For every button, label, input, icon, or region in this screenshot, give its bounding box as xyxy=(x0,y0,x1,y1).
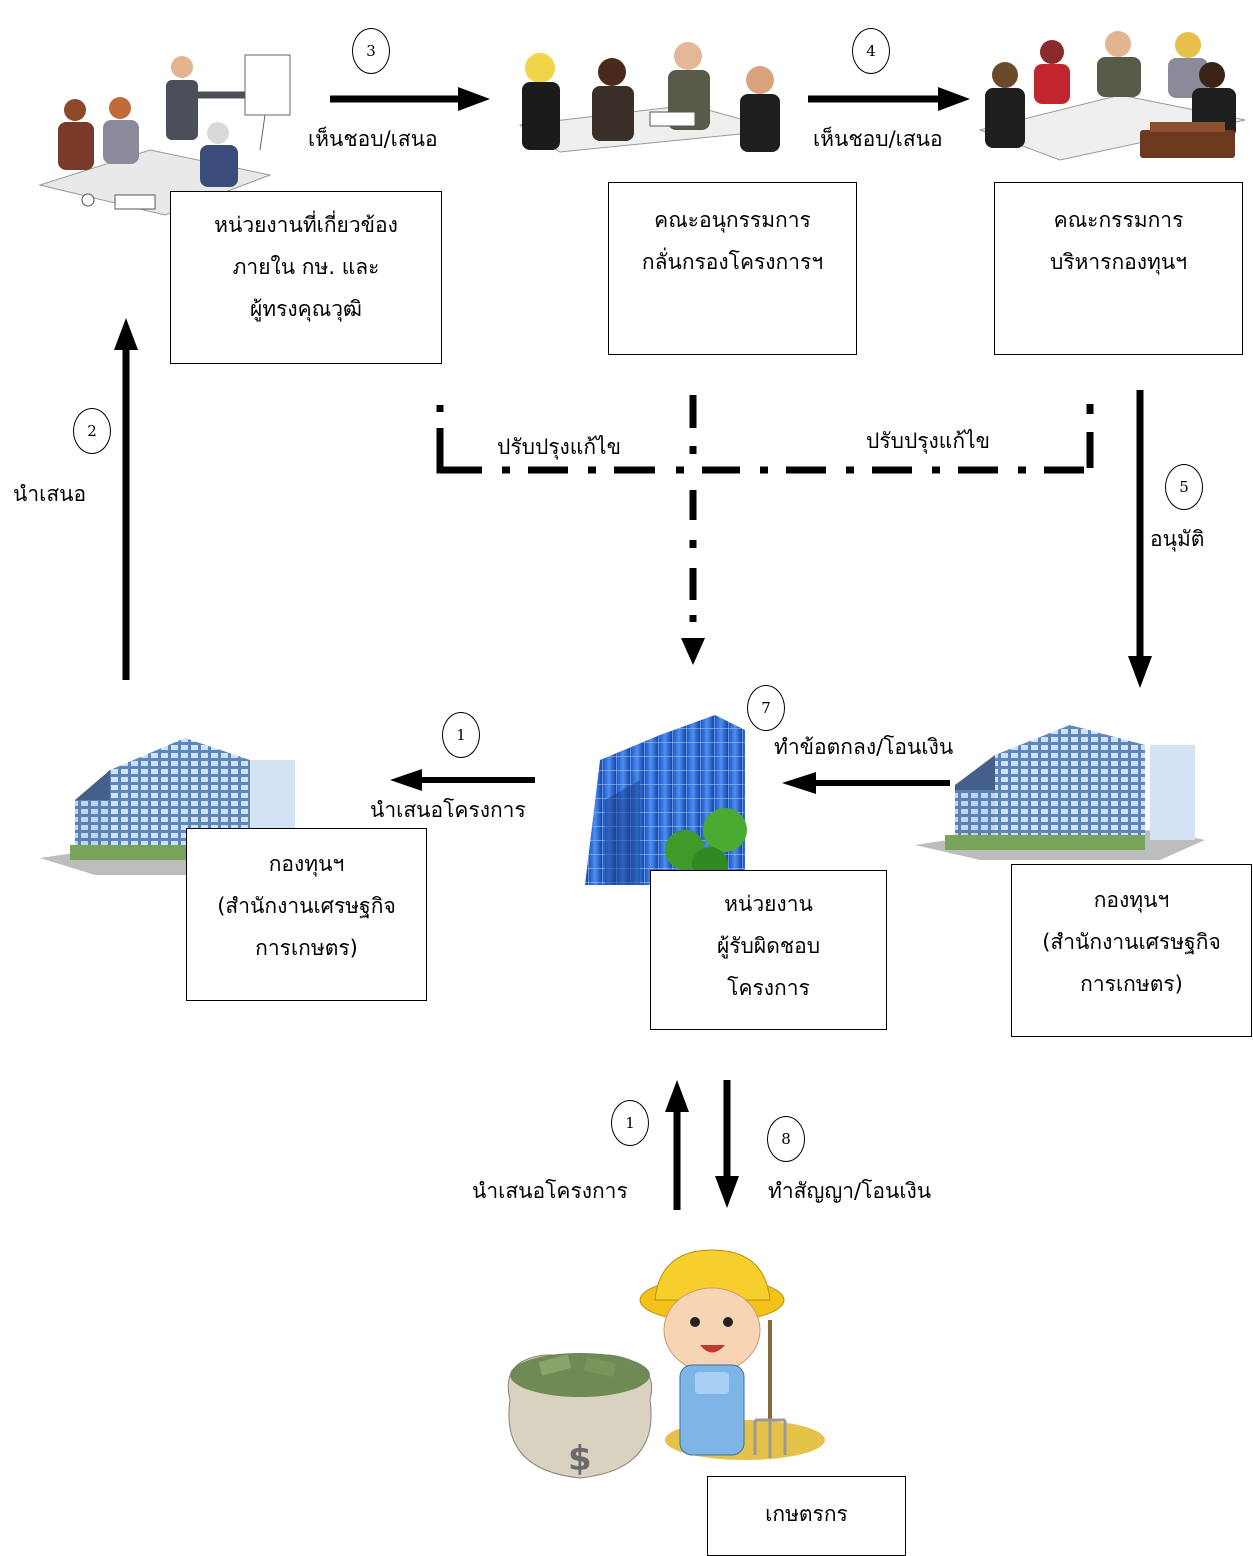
arrow-step-5 xyxy=(1128,390,1152,688)
arrow-step-1-to-fund xyxy=(390,769,535,791)
node-related-units: หน่วยงานที่เกี่ยวข้อง ภายใน กษ. และ ผู้ท… xyxy=(170,191,442,364)
edge-label-step-1-to-fund: นำเสนอโครงการ xyxy=(370,798,526,822)
edge-label-step-8: ทำสัญญา/โอนเงิน xyxy=(768,1179,932,1203)
edge-label-step-7: ทำข้อตกลง/โอนเงิน xyxy=(774,735,954,759)
arrow-revise-down xyxy=(681,638,705,665)
node-fund-left: กองทุนฯ (สำนักงานเศรษฐกิจ การเกษตร) xyxy=(186,828,427,1001)
node-line: ภายใน กษ. และ xyxy=(232,255,380,279)
step-number-1-to-fund: 1 xyxy=(442,712,480,758)
node-responsible-unit: หน่วยงาน ผู้รับผิดชอบ โครงการ xyxy=(650,870,887,1030)
office-building-illustration-right xyxy=(915,725,1205,860)
edge-label-step-4: เห็นชอบ/เสนอ xyxy=(813,127,943,151)
step-number-7: 7 xyxy=(747,685,785,731)
revise-lines xyxy=(436,395,1094,622)
step-number-4: 4 xyxy=(852,28,890,74)
node-line: ผู้รับผิดชอบ xyxy=(716,934,821,958)
node-line: โครงการ xyxy=(727,976,810,1000)
node-line: กองทุนฯ xyxy=(268,852,345,876)
meeting-people-illustration-3 xyxy=(978,31,1246,161)
step-number-2: 2 xyxy=(73,408,111,454)
step-number-8: 8 xyxy=(767,1116,805,1162)
node-farmer: เกษตรกร xyxy=(707,1476,906,1556)
farmer-with-money-illustration: $ xyxy=(507,1249,825,1479)
edge-label-revise-right: ปรับปรุงแก้ไข xyxy=(866,429,990,453)
meeting-people-illustration-1 xyxy=(38,54,291,216)
edge-label-step-3: เห็นชอบ/เสนอ xyxy=(308,127,438,151)
node-subcommittee: คณะอนุกรรมการ กลั่นกรองโครงการฯ xyxy=(608,182,857,355)
edge-label-step-1-from-farmer: นำเสนอโครงการ xyxy=(472,1179,628,1203)
step-number-5: 5 xyxy=(1165,464,1203,510)
glass-tower-illustration xyxy=(585,715,747,885)
node-line: คณะอนุกรรมการ xyxy=(654,208,811,232)
arrow-step-2 xyxy=(114,318,138,680)
arrow-step-7 xyxy=(782,772,950,794)
step-number-1-from-farmer: 1 xyxy=(611,1100,649,1146)
arrow-step-4 xyxy=(808,87,970,111)
edge-label-step-5: อนุมัติ xyxy=(1150,527,1205,551)
node-line: (สำนักงานเศรษฐกิจ xyxy=(1042,930,1221,954)
money-bag-symbol: $ xyxy=(568,1439,592,1479)
node-line: บริหารกองทุนฯ xyxy=(1049,250,1188,274)
edge-label-revise-left: ปรับปรุงแก้ไข xyxy=(497,435,621,459)
edge-label-step-2: นำเสนอ xyxy=(13,482,87,506)
node-committee: คณะกรรมการ บริหารกองทุนฯ xyxy=(994,182,1243,355)
node-line: การเกษตร) xyxy=(255,936,358,960)
node-line: หน่วยงาน xyxy=(724,892,813,916)
node-line: ผู้ทรงคุณวุฒิ xyxy=(250,297,362,321)
step-number-3: 3 xyxy=(352,28,390,74)
node-line: การเกษตร) xyxy=(1080,972,1183,996)
node-line: กองทุนฯ xyxy=(1093,888,1170,912)
meeting-people-illustration-2 xyxy=(518,42,781,153)
node-line: กลั่นกรองโครงการฯ xyxy=(641,250,824,274)
node-line: (สำนักงานเศรษฐกิจ xyxy=(217,894,396,918)
arrow-step-8 xyxy=(715,1080,739,1208)
node-line: คณะกรรมการ xyxy=(1053,208,1184,232)
node-line: หน่วยงานที่เกี่ยวข้อง xyxy=(214,213,398,237)
arrow-step-3 xyxy=(330,87,490,111)
arrow-step-1-from-farmer xyxy=(665,1080,689,1210)
node-fund-right: กองทุนฯ (สำนักงานเศรษฐกิจ การเกษตร) xyxy=(1011,864,1252,1037)
node-line: เกษตรกร xyxy=(765,1502,848,1526)
